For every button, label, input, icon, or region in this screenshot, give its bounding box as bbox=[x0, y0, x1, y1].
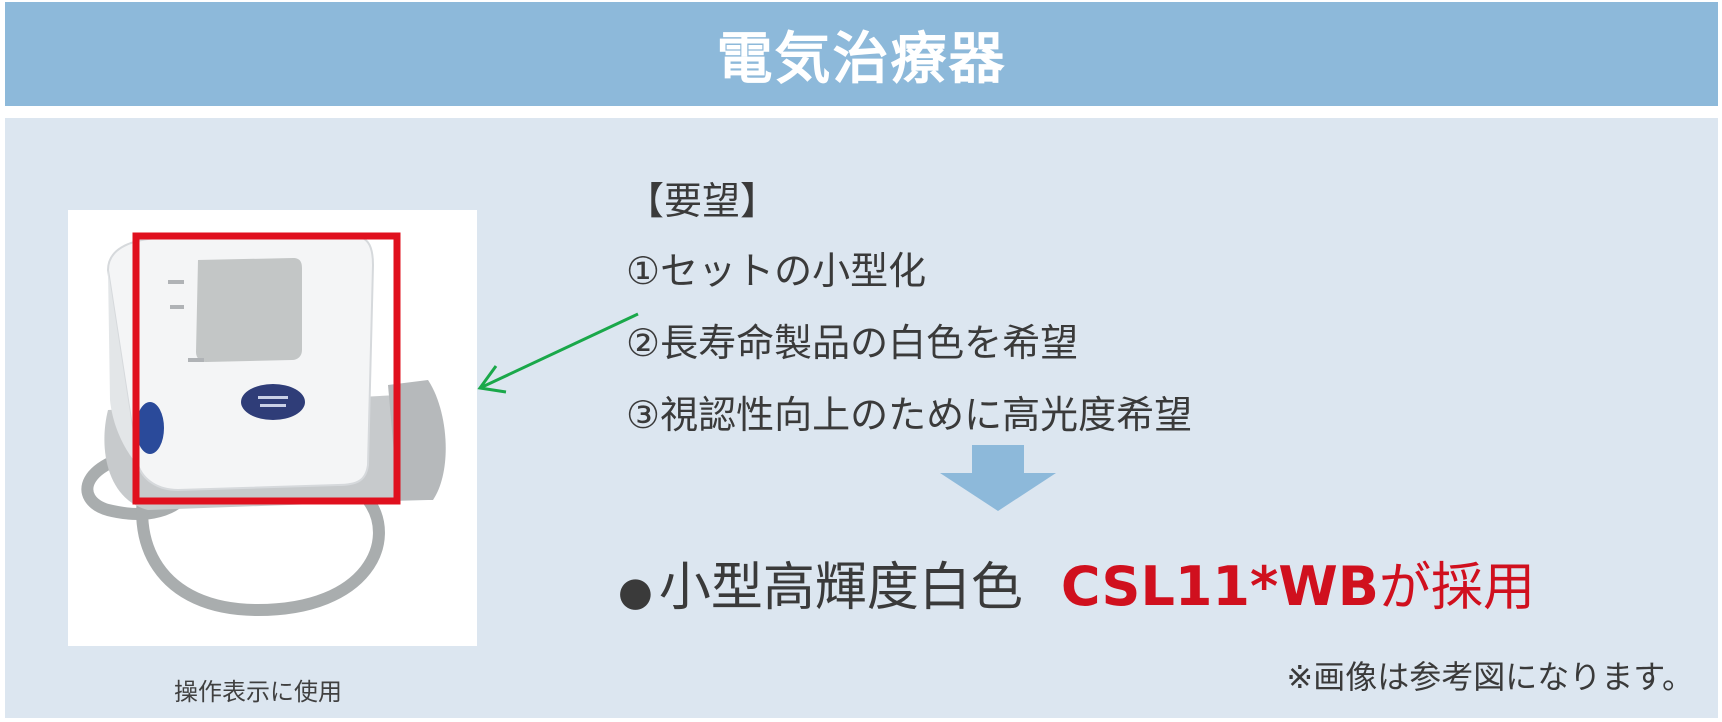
result-suffix: が採用 bbox=[1378, 558, 1535, 618]
request-heading: 【要望】 bbox=[626, 179, 779, 223]
pointer-arrow-icon bbox=[477, 312, 639, 394]
result-label: 小型高輝度白色 bbox=[658, 558, 1023, 618]
request-item-1: ①セットの小型化 bbox=[626, 249, 927, 293]
request-item-2: ②長寿命製品の白色を希望 bbox=[626, 321, 1079, 365]
bullet-icon: ● bbox=[618, 569, 653, 615]
image-note: ※画像は参考図になります。 bbox=[1286, 658, 1694, 696]
result-line: ● 小型高輝度白色 CSL11*WB が採用 bbox=[618, 545, 1535, 620]
photo-caption: 操作表示に使用 bbox=[174, 678, 342, 706]
highlight-box bbox=[132, 232, 401, 505]
blood-pressure-monitor-image bbox=[81, 232, 446, 617]
request-item-3: ③視認性向上のために高光度希望 bbox=[626, 393, 1193, 437]
product-photo bbox=[68, 210, 477, 646]
header-bar: 電気治療器 bbox=[5, 2, 1718, 106]
page-title: 電気治療器 bbox=[716, 26, 1007, 92]
model-number: CSL11*WB bbox=[1060, 555, 1379, 618]
down-arrow-icon bbox=[940, 445, 1056, 511]
